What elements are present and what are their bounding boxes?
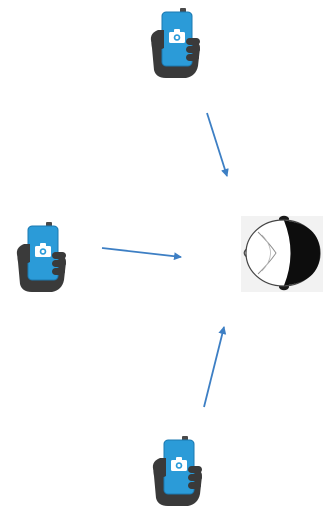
phone-camera-icon [17, 222, 66, 292]
phone-camera-top [151, 8, 200, 78]
phone-camera-bottom [153, 436, 202, 506]
arrow-top-to-head [207, 113, 227, 176]
phone-camera-icon [153, 436, 202, 506]
phone-camera-left [17, 222, 66, 292]
head-top-view [241, 216, 323, 292]
arrow-left-to-head [102, 248, 181, 257]
phone-camera-icon [151, 8, 200, 78]
arrow-bottom-to-head [204, 327, 224, 407]
